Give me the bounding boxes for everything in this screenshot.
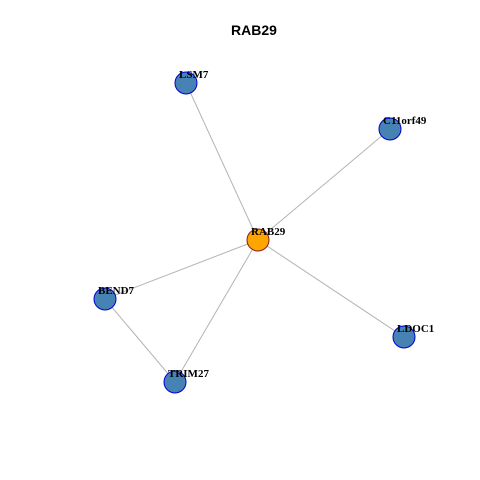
node-c11orf49[interactable]	[378, 117, 402, 141]
node-label-lsm7: LSM7	[179, 69, 209, 81]
node-bend7[interactable]	[93, 287, 117, 311]
edge-rab29-trim27	[174, 239, 259, 383]
edge-rab29-c11orf49	[257, 128, 391, 241]
node-label-rab29: RAB29	[251, 226, 286, 238]
nodes-layer	[93, 71, 416, 394]
edge-rab29-ldoc1	[257, 239, 405, 338]
node-label-ldoc1: LDOC1	[397, 323, 434, 335]
edge-bend7-trim27	[104, 298, 176, 383]
node-trim27[interactable]	[163, 370, 187, 394]
edges-layer	[104, 82, 405, 383]
node-ldoc1[interactable]	[392, 325, 416, 349]
edge-rab29-lsm7	[185, 82, 259, 241]
node-label-c11orf49: C11orf49	[383, 115, 427, 127]
node-label-trim27: TRIM27	[168, 368, 209, 380]
node-label-bend7: BEND7	[98, 285, 135, 297]
edge-rab29-bend7	[104, 239, 259, 300]
graph-title: RAB29	[231, 22, 277, 38]
node-lsm7[interactable]	[174, 71, 198, 95]
node-rab29[interactable]	[246, 228, 270, 252]
